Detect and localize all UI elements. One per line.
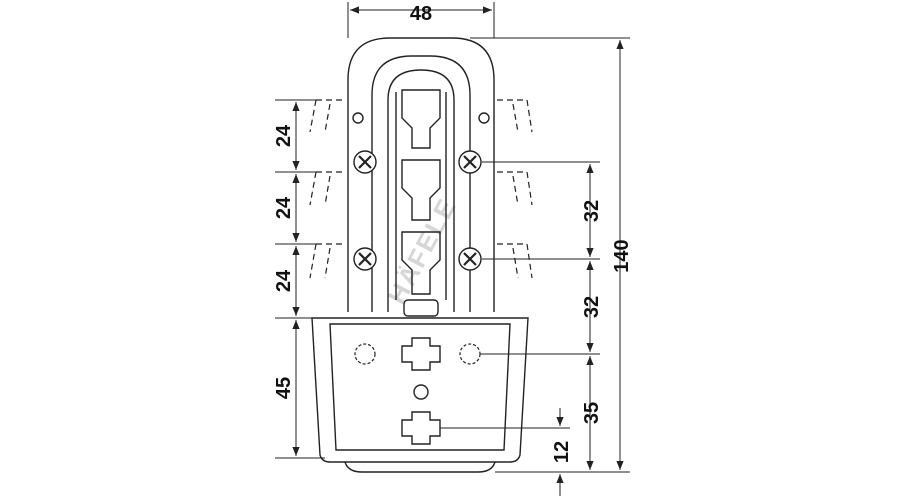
screw-icon [353, 150, 377, 174]
watermark: HÄFELE [382, 193, 463, 310]
screw-slot-upper [401, 337, 441, 371]
screws [353, 150, 482, 271]
hook-slot-2 [401, 159, 441, 221]
base-cup [311, 317, 529, 463]
dim-bottom-to-screw: 35 [581, 402, 603, 424]
screw-icon [458, 247, 482, 271]
dim-bottom-offset: 12 [551, 441, 573, 463]
hook-slot-1 [401, 89, 441, 149]
screw-icon [353, 247, 377, 271]
dim-base-height: 45 [273, 377, 295, 399]
dim-hole-spacing-upper: 32 [581, 200, 603, 222]
bracket-outline [309, 37, 533, 473]
dim-width-48: 48 [410, 3, 432, 25]
dim-pitch-2: 24 [273, 196, 295, 219]
screw-icon [458, 150, 482, 174]
dimension-lines [275, 2, 630, 496]
base-screw-holes [354, 343, 481, 365]
hook-slot-3 [401, 231, 441, 295]
screw-slot-lower [401, 411, 441, 445]
dim-hole-spacing-lower: 32 [581, 296, 603, 318]
dim-pitch-1: 24 [273, 124, 295, 147]
dim-total-height: 140 [611, 239, 633, 272]
dim-pitch-3: 24 [273, 269, 295, 292]
